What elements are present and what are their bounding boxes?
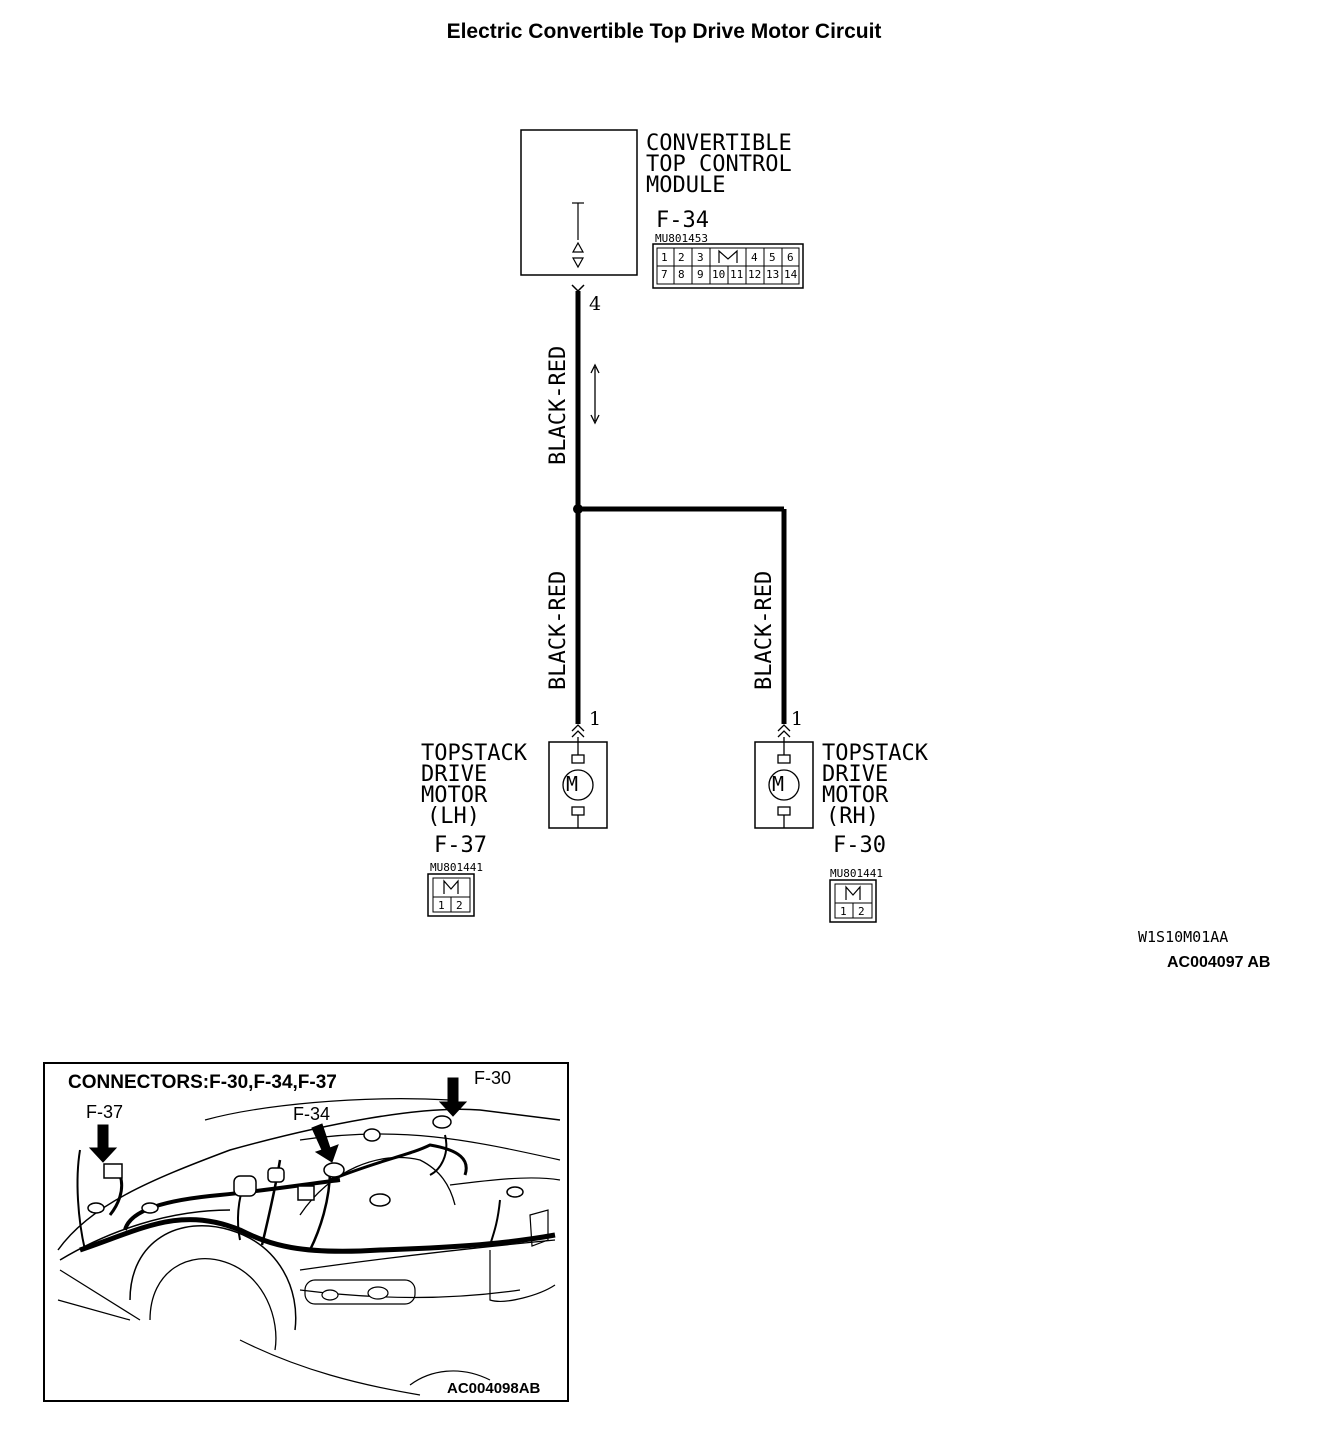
- f34-pin-1: 1: [661, 251, 668, 264]
- inset-reference: AC004098AB: [447, 1380, 541, 1397]
- motor-lh-m-symbol: M: [566, 772, 579, 796]
- motor-rh-input-pin: 1: [791, 708, 804, 730]
- f34-pin-14: 14: [784, 268, 798, 281]
- motor-lh-symbol-icon: [562, 742, 594, 828]
- inset-pointer-arrows-icon: [88, 1077, 468, 1163]
- module-connector-id: F-34: [656, 208, 709, 233]
- f30-connector-face: [829, 879, 877, 923]
- motor-lh-input-pin: 1: [589, 708, 602, 730]
- motor-rh-part-number: MU801441: [830, 867, 883, 880]
- motor-rh-m-symbol: M: [772, 772, 785, 796]
- f37-connector-face: [427, 873, 475, 917]
- motor-lh-name-line2: DRIVE: [421, 762, 488, 787]
- f34-pin-6: 6: [787, 251, 794, 264]
- wire-left-color: BLACK-RED: [546, 570, 571, 690]
- inset-label-f30: F-30: [474, 1068, 512, 1088]
- motor-lh-pin-1: 1: [438, 899, 445, 912]
- motor-rh-pin-1: 1: [840, 905, 847, 918]
- motor-rh-name-line1: TOPSTACK: [822, 741, 928, 766]
- motor-rh-connector-id: F-30: [833, 833, 886, 858]
- f34-pin-7: 7: [661, 268, 668, 281]
- motor-lh-name-line3: MOTOR: [421, 783, 488, 808]
- f34-pin-3: 3: [697, 251, 704, 264]
- lh-connector-icon: [571, 724, 585, 742]
- f34-pin-10: 10: [712, 268, 726, 281]
- f34-pin-4: 4: [751, 251, 758, 264]
- bidirectional-arrow-icon: [590, 363, 600, 425]
- page-title: Electric Convertible Top Drive Motor Cir…: [446, 20, 882, 43]
- rh-connector-icon: [777, 724, 791, 742]
- inset-frame: [43, 1062, 569, 1402]
- wire-right-color: BLACK-RED: [752, 570, 777, 690]
- motor-rh-pin-2: 2: [858, 905, 865, 918]
- module-name-line3: MODULE: [646, 173, 726, 198]
- wire-main-color: BLACK-RED: [546, 345, 571, 465]
- module-name-line1: CONVERTIBLE: [646, 131, 792, 156]
- module-box: [520, 129, 638, 276]
- module-part-number: MU801453: [655, 232, 708, 245]
- f34-pin-12: 12: [748, 268, 762, 281]
- f34-pin-2: 2: [678, 251, 685, 264]
- motor-lh-pin-2: 2: [456, 899, 463, 912]
- module-internal-switch-icon: [571, 202, 585, 269]
- motor-rh-name-line3: MOTOR: [822, 783, 889, 808]
- diagram-code: W1S10M01AA: [1138, 928, 1229, 946]
- f34-pin-8: 8: [678, 268, 685, 281]
- motor-lh-part-number: MU801441: [430, 861, 483, 874]
- car-harness-sketch: [57, 1098, 561, 1396]
- f34-pin-9: 9: [697, 268, 704, 281]
- motor-rh-name-line4: (RH): [826, 804, 879, 829]
- module-output-pin: 4: [589, 293, 602, 315]
- f34-pin-13: 13: [766, 268, 780, 281]
- motor-rh-symbol-icon: [768, 742, 800, 828]
- inset-label-f37: F-37: [86, 1102, 124, 1122]
- motor-lh-name-line4: (LH): [427, 804, 480, 829]
- f34-pin-5: 5: [769, 251, 776, 264]
- motor-rh-name-line2: DRIVE: [822, 762, 889, 787]
- f34-pin-11: 11: [730, 268, 744, 281]
- module-name-line2: TOP CONTROL: [646, 152, 792, 177]
- inset-label-f34: F-34: [293, 1104, 331, 1124]
- inset-title: CONNECTORS:F-30,F-34,F-37: [68, 1072, 337, 1093]
- motor-lh-connector-id: F-37: [434, 833, 487, 858]
- diagram-reference: AC004097 AB: [1167, 954, 1271, 971]
- motor-lh-name-line1: TOPSTACK: [421, 741, 527, 766]
